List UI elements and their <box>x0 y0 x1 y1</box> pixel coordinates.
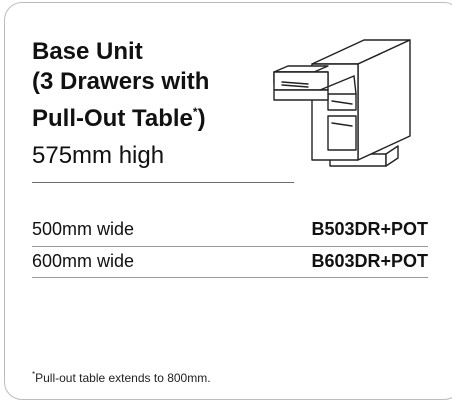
title-line-3: Pull-Out Table*) <box>32 97 209 134</box>
base-unit-cabinet-illustration <box>273 39 411 167</box>
variant-code: B503DR+POT <box>311 219 428 239</box>
title-line-1: Base Unit <box>32 38 143 65</box>
variant-row: 600mm wide B603DR+POT <box>32 246 428 278</box>
footnote-marker: * <box>32 370 36 379</box>
variant-row: 500mm wide B503DR+POT <box>32 214 428 246</box>
variant-size: 600mm wide <box>32 251 135 271</box>
row-divider <box>32 277 428 278</box>
title-line-3-text: Pull-Out Table <box>32 105 193 132</box>
title-footnote-marker: * <box>192 105 198 119</box>
footnote: *Pull-out table extends to 800mm. <box>32 370 211 385</box>
title-divider <box>32 182 294 183</box>
row-divider <box>32 246 428 247</box>
product-title: Base Unit (3 Drawers with Pull-Out Table… <box>32 37 209 134</box>
variant-size: 500mm wide <box>32 219 135 239</box>
product-height: 575mm high <box>32 142 165 169</box>
title-line-2: (3 Drawers with <box>32 68 210 95</box>
product-card <box>4 2 452 400</box>
variant-code: B603DR+POT <box>311 251 428 271</box>
footnote-text: Pull-out table extends to 800mm. <box>35 371 211 385</box>
title-close-paren: ) <box>197 105 206 132</box>
